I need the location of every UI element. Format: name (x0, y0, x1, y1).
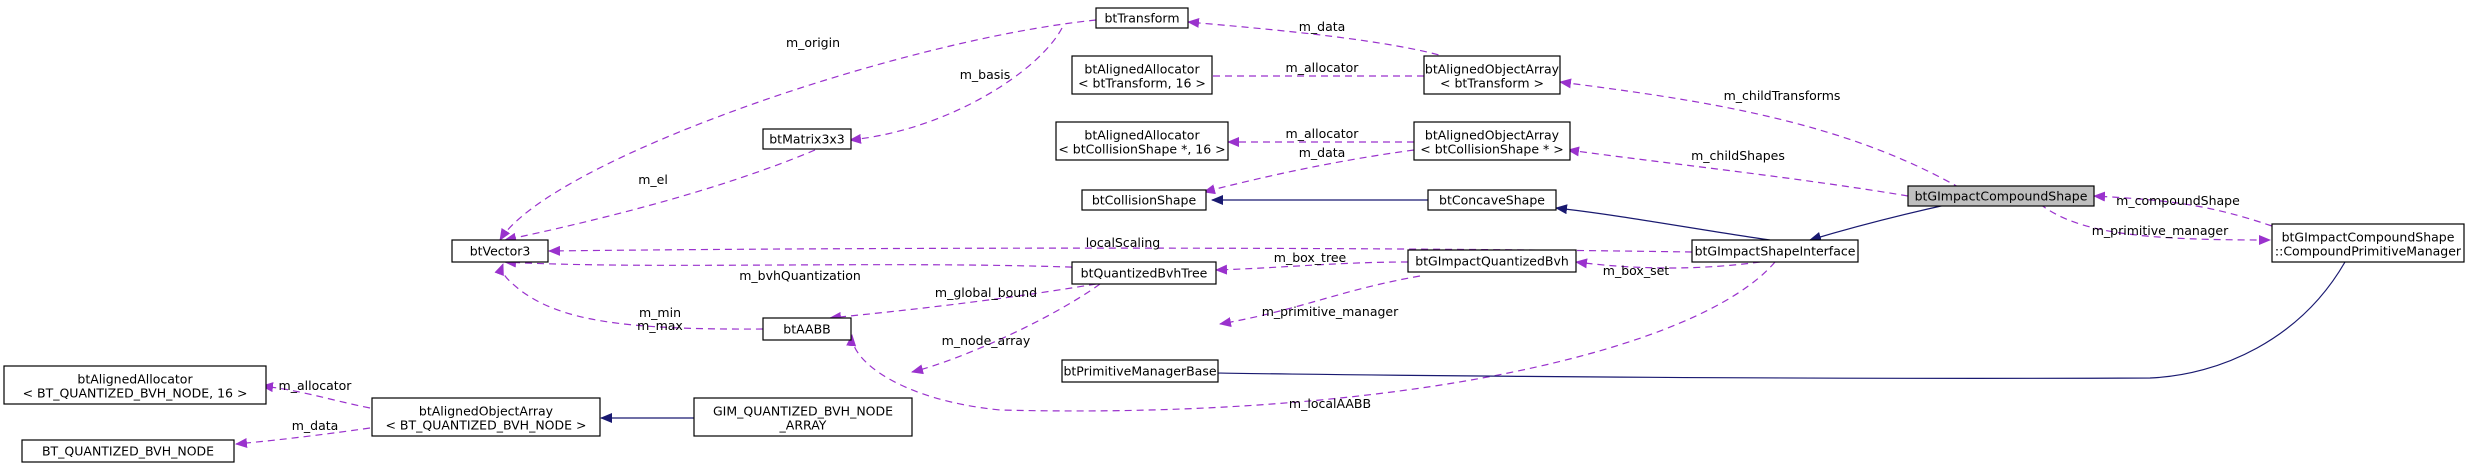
node-aligned-object-array-collision-shape[interactable]: btAlignedObjectArray < btCollisionShape … (1413, 121, 1571, 161)
svg-text:localScaling: localScaling (1086, 235, 1160, 250)
svg-text:< btTransform >: < btTransform > (1440, 76, 1544, 91)
edge-m-compound-shape: m_compoundShape (2093, 191, 2273, 227)
svg-text:btGImpactQuantizedBvh: btGImpactQuantizedBvh (1415, 254, 1569, 269)
svg-text:m_compoundShape: m_compoundShape (2116, 193, 2240, 208)
node-aligned-allocator-bvh-node[interactable]: btAlignedAllocator < BT_QUANTIZED_BVH_NO… (3, 365, 267, 405)
svg-text:::CompoundPrimitiveManager: ::CompoundPrimitiveManager (2275, 244, 2462, 259)
edge-m-box-set: m_box_set (1575, 258, 1761, 278)
svg-text:btAlignedAllocator: btAlignedAllocator (77, 372, 193, 387)
edge-m-local-aabb: m_localAABB (846, 261, 1776, 412)
svg-text:m_childShapes: m_childShapes (1691, 148, 1785, 163)
node-bt-primitive-manager-base[interactable]: btPrimitiveManagerBase (1061, 359, 1219, 383)
edge-m-allocator-cs: m_allocator (1227, 126, 1414, 147)
svg-text:m_allocator: m_allocator (279, 378, 353, 393)
svg-text:m_el: m_el (638, 172, 668, 187)
edge-m-data-transform: m_data (1187, 17, 1451, 59)
svg-text:btGImpactCompoundShape: btGImpactCompoundShape (2282, 230, 2455, 245)
svg-text:< btCollisionShape *, 16 >: < btCollisionShape *, 16 > (1058, 142, 1225, 157)
inherit-compound-to-interface (1809, 203, 1951, 242)
svg-text:m_allocator: m_allocator (1286, 60, 1360, 75)
node-bt-collision-shape[interactable]: btCollisionShape (1081, 189, 1207, 211)
svg-text:btTransform: btTransform (1104, 11, 1179, 26)
svg-text:m_global_bound: m_global_bound (935, 285, 1037, 300)
svg-text:btGImpactCompoundShape: btGImpactCompoundShape (1915, 189, 2088, 204)
node-bt-concave-shape[interactable]: btConcaveShape (1427, 189, 1557, 211)
svg-text:m_max: m_max (637, 318, 683, 333)
svg-text:btAlignedObjectArray: btAlignedObjectArray (1425, 128, 1560, 143)
svg-text:m_data: m_data (1299, 145, 1346, 160)
svg-text:m_localAABB: m_localAABB (1289, 396, 1371, 411)
svg-text:< btTransform, 16 >: < btTransform, 16 > (1078, 76, 1206, 91)
node-aligned-allocator-transform[interactable]: btAlignedAllocator < btTransform, 16 > (1071, 55, 1213, 95)
node-compound-primitive-manager[interactable]: btGImpactCompoundShape ::CompoundPrimiti… (2271, 223, 2465, 263)
svg-text:m_childTransforms: m_childTransforms (1724, 88, 1841, 103)
svg-text:m_node_array: m_node_array (942, 333, 1031, 348)
node-gim-quantized-bvh-node-array[interactable]: GIM_QUANTIZED_BVH_NODE _ARRAY (693, 397, 913, 437)
edge-m-node-array: m_node_array (911, 283, 1101, 375)
svg-text:m_primitive_manager: m_primitive_manager (2092, 223, 2229, 238)
svg-text:btVector3: btVector3 (470, 244, 531, 259)
edge-m-primitive-manager-qb: m_primitive_manager (1219, 275, 1421, 328)
node-bt-gimpact-shape-interface[interactable]: btGImpactShapeInterface (1691, 239, 1859, 263)
svg-text:btCollisionShape: btCollisionShape (1092, 193, 1197, 208)
node-bt-quantized-bvh-node[interactable]: BT_QUANTIZED_BVH_NODE (21, 439, 235, 463)
svg-text:btAlignedAllocator: btAlignedAllocator (1084, 128, 1200, 143)
svg-text:m_box_tree: m_box_tree (1274, 250, 1347, 265)
edge-m-box-tree: m_box_tree (1215, 250, 1409, 275)
edge-m-allocator-transform: m_allocator (1199, 60, 1424, 81)
node-bt-gimpact-compound-shape[interactable]: btGImpactCompoundShape (1907, 185, 2095, 207)
inherit-gimpact-interface-to-concave (1555, 204, 1771, 241)
node-bt-gimpact-quantized-bvh[interactable]: btGImpactQuantizedBvh (1407, 249, 1577, 273)
svg-text:_ARRAY: _ARRAY (779, 418, 827, 433)
svg-text:btQuantizedBvhTree: btQuantizedBvhTree (1081, 266, 1208, 281)
node-bt-aabb[interactable]: btAABB (762, 317, 852, 341)
svg-text:btGImpactShapeInterface: btGImpactShapeInterface (1695, 244, 1856, 259)
svg-text:m_min: m_min (639, 305, 681, 320)
node-bt-quantized-bvh-tree[interactable]: btQuantizedBvhTree (1071, 261, 1217, 285)
node-aligned-object-array-bvh-node[interactable]: btAlignedObjectArray < BT_QUANTIZED_BVH_… (371, 397, 601, 437)
svg-text:m_primitive_manager: m_primitive_manager (1262, 304, 1399, 319)
node-bt-vector3[interactable]: btVector3 (451, 239, 549, 263)
edge-m-min-max: m_min m_max (494, 263, 764, 333)
edge-m-basis: m_basis (849, 27, 1063, 144)
node-aligned-object-array-transform[interactable]: btAlignedObjectArray < btTransform > (1423, 55, 1561, 95)
svg-text:btAlignedAllocator: btAlignedAllocator (1084, 62, 1200, 77)
svg-text:m_allocator: m_allocator (1286, 126, 1360, 141)
edge-m-primitive-manager-cpm: m_primitive_manager (2039, 203, 2271, 245)
svg-text:btMatrix3x3: btMatrix3x3 (769, 132, 845, 147)
edge-m-child-transforms: m_childTransforms (1559, 78, 1961, 189)
svg-text:m_basis: m_basis (960, 67, 1011, 82)
svg-text:GIM_QUANTIZED_BVH_NODE: GIM_QUANTIZED_BVH_NODE (713, 404, 893, 419)
edge-m-allocator-bvh: m_allocator (261, 378, 371, 409)
svg-text:btConcaveShape: btConcaveShape (1439, 193, 1545, 208)
svg-text:< BT_QUANTIZED_BVH_NODE >: < BT_QUANTIZED_BVH_NODE > (385, 418, 586, 433)
edge-m-el: m_el (504, 149, 816, 243)
svg-text:m_data: m_data (1299, 19, 1346, 34)
edge-m-global-bound: m_global_bound (829, 283, 1097, 322)
node-aligned-allocator-collision-shape[interactable]: btAlignedAllocator < btCollisionShape *,… (1055, 121, 1229, 161)
edge-m-origin: m_origin (499, 19, 1097, 241)
svg-text:m_data: m_data (292, 418, 339, 433)
node-bt-matrix3x3[interactable]: btMatrix3x3 (762, 128, 852, 150)
svg-text:btAlignedObjectArray: btAlignedObjectArray (419, 404, 554, 419)
svg-text:m_bvhQuantization: m_bvhQuantization (739, 268, 861, 283)
svg-text:btPrimitiveManagerBase: btPrimitiveManagerBase (1063, 364, 1216, 379)
svg-text:m_box_set: m_box_set (1603, 263, 1669, 278)
edge-m-data-bvh: m_data (235, 418, 371, 448)
svg-text:btAlignedObjectArray: btAlignedObjectArray (1425, 62, 1560, 77)
node-bt-transform[interactable]: btTransform (1095, 7, 1189, 29)
svg-text:m_origin: m_origin (786, 35, 840, 50)
inherit-cpm-to-primitive-manager (1206, 261, 2346, 379)
svg-text:< BT_QUANTIZED_BVH_NODE, 16 >: < BT_QUANTIZED_BVH_NODE, 16 > (23, 386, 248, 401)
edge-m-child-shapes: m_childShapes (1567, 146, 1909, 197)
edge-local-scaling: localScaling (548, 235, 1693, 256)
edge-m-data-cs: m_data (1203, 145, 1415, 195)
svg-text:BT_QUANTIZED_BVH_NODE: BT_QUANTIZED_BVH_NODE (42, 444, 214, 459)
svg-text:< btCollisionShape * >: < btCollisionShape * > (1420, 142, 1563, 157)
svg-text:btAABB: btAABB (783, 322, 830, 337)
edge-m-bvh-quantization: m_bvhQuantization (504, 257, 1097, 283)
